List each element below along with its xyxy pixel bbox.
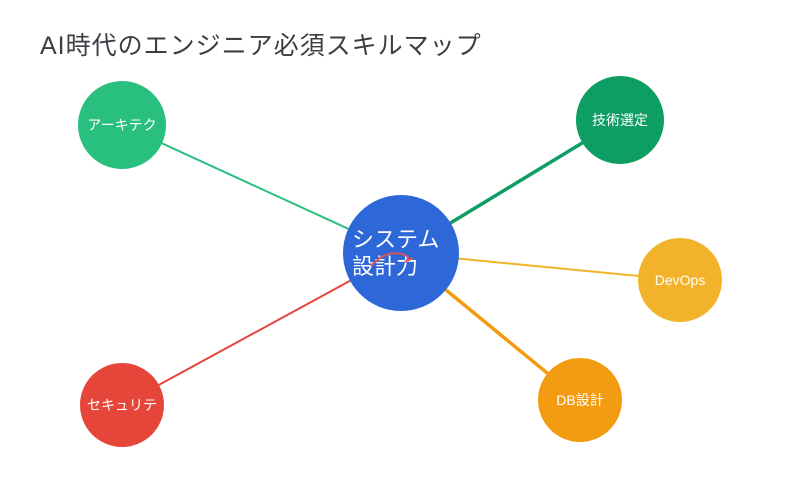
node-dbdesign[interactable]: DB設計 [538,358,622,442]
node-label: DB設計 [556,391,604,408]
node-techselect[interactable]: 技術選定 [576,76,664,164]
node-architecture[interactable]: アーキテク [78,81,166,169]
center-node-label-line2: 設計力 [352,254,419,279]
node-security[interactable]: セキュリテ [80,363,164,447]
node-label: 技術選定 [592,111,648,128]
node-label: セキュリテ [87,396,157,413]
node-label: DevOps [654,271,706,288]
node-label: アーキテク [87,116,157,133]
node-devops[interactable]: DevOps [638,238,722,322]
center-node-system-design[interactable]: システム 設計力 [343,195,459,311]
mindmap-title: AI時代のエンジニア必須スキルマップ [40,32,482,60]
center-node-label: システム 設計力 [352,226,439,281]
center-node-label-line1: システム [352,226,440,252]
